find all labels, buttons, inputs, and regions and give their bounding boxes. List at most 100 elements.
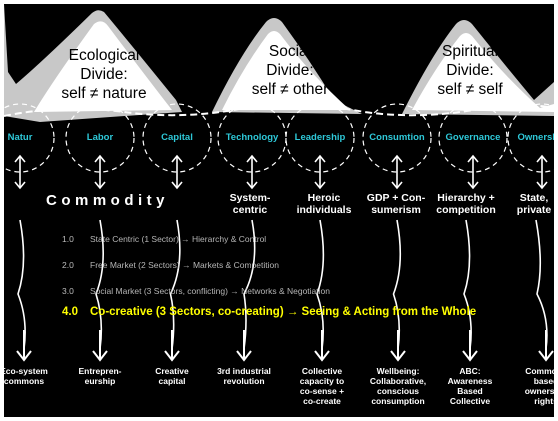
outcome-label-5-line-2: capacity to [299,376,345,386]
outcome-arrow-7 [462,330,478,362]
outcome-label-6-line-1: Wellbeing: [376,366,420,376]
outcome-label-4-line-1: 3rd industrial [217,366,271,376]
middle-label-1-line-1: System- [229,192,271,204]
divide-ecological-line-1: Ecological [68,47,140,64]
thread-3 [169,219,181,350]
outcome-label-6-line-4: consumption [371,396,425,406]
outcome-label-8-line-3: ownership [524,386,554,396]
outcome-label-7-line-1: ABC: [459,366,481,376]
node-label-8: Ownership [517,132,554,143]
thread-8 [535,219,548,350]
middle-label-3: GDP + Con-sumerism [351,192,441,216]
node-label-7: Governance [445,132,501,143]
stage-1-text: State Centric (1 Sector) → Hierarchy & C… [90,234,267,244]
outcome-label-8: Commonsbasedownershiprights [506,366,554,406]
mountain-spiritual-face [412,33,554,112]
outcome-label-8-line-1: Commons [525,366,554,376]
middle-label-3-line-2: sumerism [371,204,421,216]
node-double-arrow-5-top-head [314,154,326,163]
threads [17,219,548,350]
middle-label-2-line-2: individuals [296,204,352,216]
node-double-arrow-5-bottom-head [314,181,326,190]
node-label-6: Consumtion [369,132,425,143]
node-circle-2 [65,103,135,173]
outcome-arrow-8 [538,330,554,362]
thread-4 [243,219,256,350]
divide-spiritual-line-1: Spiritual [442,43,498,60]
node-double-arrow-6-bottom-head [391,181,403,190]
node-double-arrow-3 [171,154,183,190]
node-label-4: Technology [225,132,279,143]
outcome-arrow-6-head [390,350,406,362]
outcome-arrow-4-head [236,350,252,362]
stage-1-number: 1.0 [62,234,74,244]
divide-spiritual: Spiritual Divide: self ≠ self [390,42,550,99]
node-double-arrow-6 [391,154,403,190]
node-circle-7 [438,103,508,173]
middle-label-4-line-2: competition [436,204,496,216]
divide-spiritual-line-3: self ≠ self [437,81,503,98]
node-double-arrow-1 [14,154,26,190]
divide-social-line-1: Social [268,43,312,60]
outcome-label-5-line-1: Collective [301,366,343,376]
outcome-label-7-line-3: Based [457,386,483,396]
thread-1 [17,219,26,350]
node-label-2: Labor [86,132,114,143]
node-label-1: Natur [7,132,33,143]
thread-5 [316,219,325,350]
outcome-arrow-2-head [92,350,108,362]
mountain-social-face [222,31,350,110]
outcome-arrow-3 [164,330,180,362]
middle-label-4: Hierarchy +competition [421,192,511,216]
outcome-arrow-8-head [538,350,554,362]
node-double-arrow-4 [246,154,258,190]
node-double-arrow-8 [536,154,548,190]
middle-label-1-line-2: centric [232,204,268,216]
node-double-arrow-7-top-head [467,154,479,163]
arrows [14,154,554,362]
mountain-ecological-face [34,21,172,112]
outcome-arrow-1-head [16,350,32,362]
outcome-label-1-line-1: Eco-system [4,366,48,376]
stage-3: 3.0 Social Market (3 Sectors, conflicting… [62,286,330,296]
node-circles [4,103,554,173]
outcome-label-7-line-4: Collective [449,396,491,406]
middle-label-5-line-1: State, [519,192,549,204]
node-double-arrow-4-top-head [246,154,258,163]
stage-2-number: 2.0 [62,260,74,270]
outcome-arrow-2 [92,330,108,362]
node-label-3: Capital [161,132,193,143]
middle-label-3-line-1: GDP + Con- [366,192,426,204]
divide-ecological-line-3: self ≠ nature [61,85,147,102]
outcome-label-7-line-2: Awareness [447,376,493,386]
divide-ecological: Ecological Divide: self ≠ nature [24,46,184,103]
commodity-label: Commodity [46,192,169,209]
stage-4-text: Co-creative (3 Sectors, co-creating) → S… [90,306,477,318]
outcome-arrow-6 [390,330,406,362]
outcome-label-1-line-2: commons [4,376,45,386]
node-double-arrow-5 [314,154,326,190]
diagram-frame: Ecological Divide: self ≠ nature Social … [4,4,554,417]
node-double-arrow-8-bottom-head [536,181,548,190]
outcome-arrow-3-head [164,350,180,362]
node-double-arrow-7-bottom-head [467,181,479,190]
node-circle-4 [217,103,287,173]
stage-3-number: 3.0 [62,286,74,296]
node-double-arrow-3-top-head [171,154,183,163]
node-circle-5 [285,103,355,173]
middle-label-1: System-centric [205,192,295,216]
divide-social-line-2: Divide: [266,62,314,79]
node-label-5: Leadership [294,132,346,143]
stage-4-number: 4.0 [62,306,78,318]
outcome-label-8-line-4: rights [534,396,554,406]
outcome-label-2: Entrepren-eurship [60,366,140,386]
stage-3-text: Social Market (3 Sectors, conflicting) →… [90,286,330,296]
thread-6 [392,219,402,350]
outcome-label-4-line-2: revolution [223,376,265,386]
